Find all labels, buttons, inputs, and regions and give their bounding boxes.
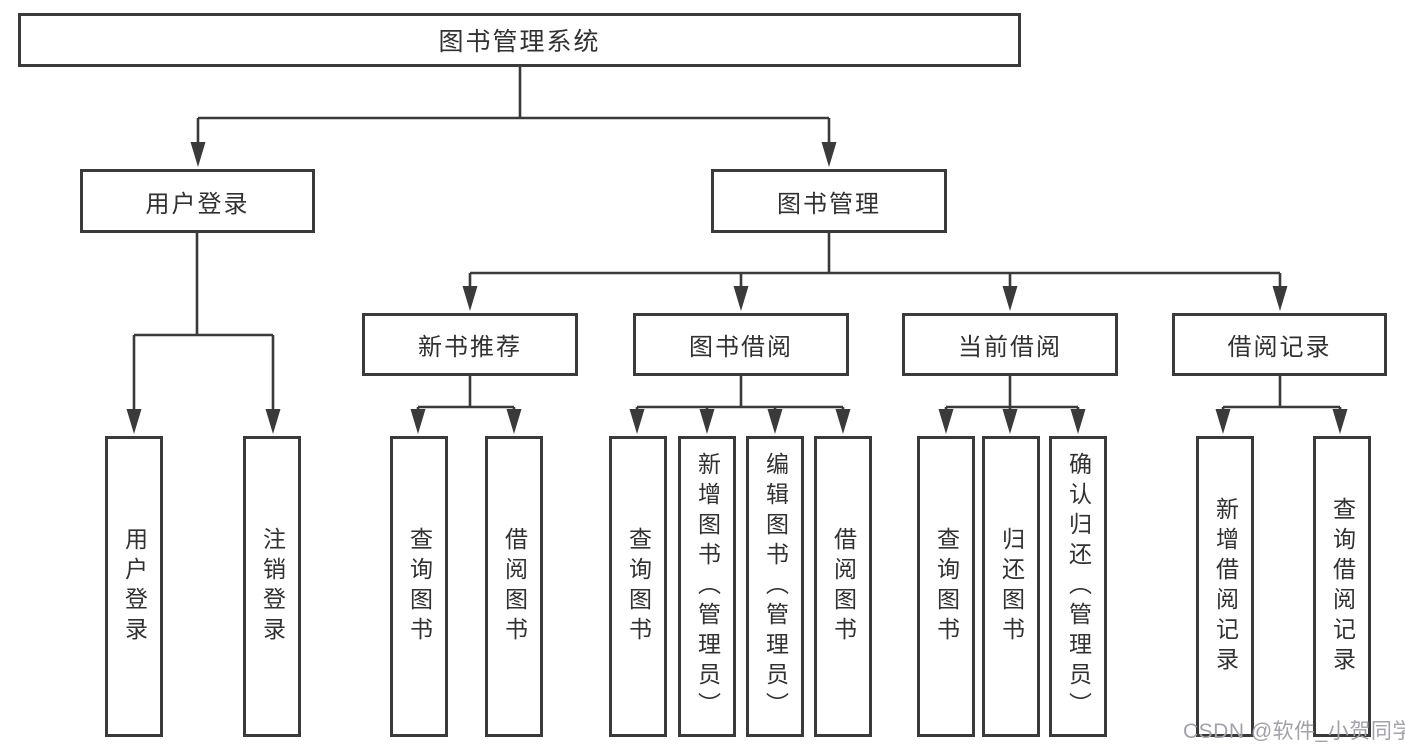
- leaf-add-book-admin: 新增图书（管理员）: [678, 436, 736, 737]
- node-label: 借阅图书: [830, 526, 857, 647]
- leaf-query-borrow-record: 查询借阅记录: [1313, 436, 1371, 737]
- node-current-borrowing: 当前借阅: [902, 313, 1118, 376]
- node-label: 新增图书（管理员）: [694, 451, 721, 722]
- csdn-watermark: CSDN @软件_小贺同学: [1183, 720, 1405, 743]
- node-label: 新增借阅记录: [1212, 496, 1239, 677]
- node-label: 注销登录: [259, 526, 286, 647]
- node-label: 用户登录: [145, 190, 250, 218]
- leaf-query-books-current: 查询图书: [917, 436, 975, 737]
- node-label: 编辑图书（管理员）: [762, 451, 789, 722]
- node-label: 当前借阅: [958, 334, 1062, 361]
- node-label: 用户登录: [121, 526, 148, 647]
- node-label: 查询借阅记录: [1329, 496, 1356, 677]
- node-book-borrowing: 图书借阅: [633, 313, 849, 376]
- node-label: 图书管理: [777, 190, 881, 218]
- leaf-query-books-recommend: 查询图书: [390, 436, 448, 737]
- node-label: 借阅记录: [1227, 334, 1332, 361]
- node-user-login: 用户登录: [80, 169, 315, 233]
- leaf-edit-book-admin: 编辑图书（管理员）: [746, 436, 804, 737]
- leaf-user-login: 用户登录: [105, 436, 163, 737]
- leaf-borrow-books: 借阅图书: [814, 436, 872, 737]
- node-new-book-recommendation: 新书推荐: [362, 313, 578, 376]
- leaf-logout: 注销登录: [243, 436, 301, 737]
- node-label: 新书推荐: [418, 334, 522, 361]
- node-book-management: 图书管理: [711, 169, 947, 233]
- node-label: 归还图书: [998, 526, 1025, 647]
- leaf-return-book: 归还图书: [982, 436, 1040, 737]
- node-label: 图书借阅: [689, 334, 793, 361]
- leaf-confirm-return-admin: 确认归还（管理员）: [1049, 436, 1107, 737]
- node-borrowing-records: 借阅记录: [1172, 313, 1387, 376]
- node-label: 确认归还（管理员）: [1065, 451, 1092, 722]
- node-label: 借阅图书: [501, 526, 528, 647]
- node-label: 图书管理系统: [438, 28, 601, 56]
- leaf-add-borrow-record: 新增借阅记录: [1196, 436, 1254, 737]
- node-label: 查询图书: [933, 526, 960, 647]
- node-library-management-system: 图书管理系统: [18, 13, 1021, 67]
- leaf-query-books-borrow: 查询图书: [609, 436, 667, 737]
- node-label: 查询图书: [406, 526, 433, 647]
- leaf-borrow-books-recommend: 借阅图书: [485, 436, 543, 737]
- node-label: 查询图书: [625, 526, 652, 647]
